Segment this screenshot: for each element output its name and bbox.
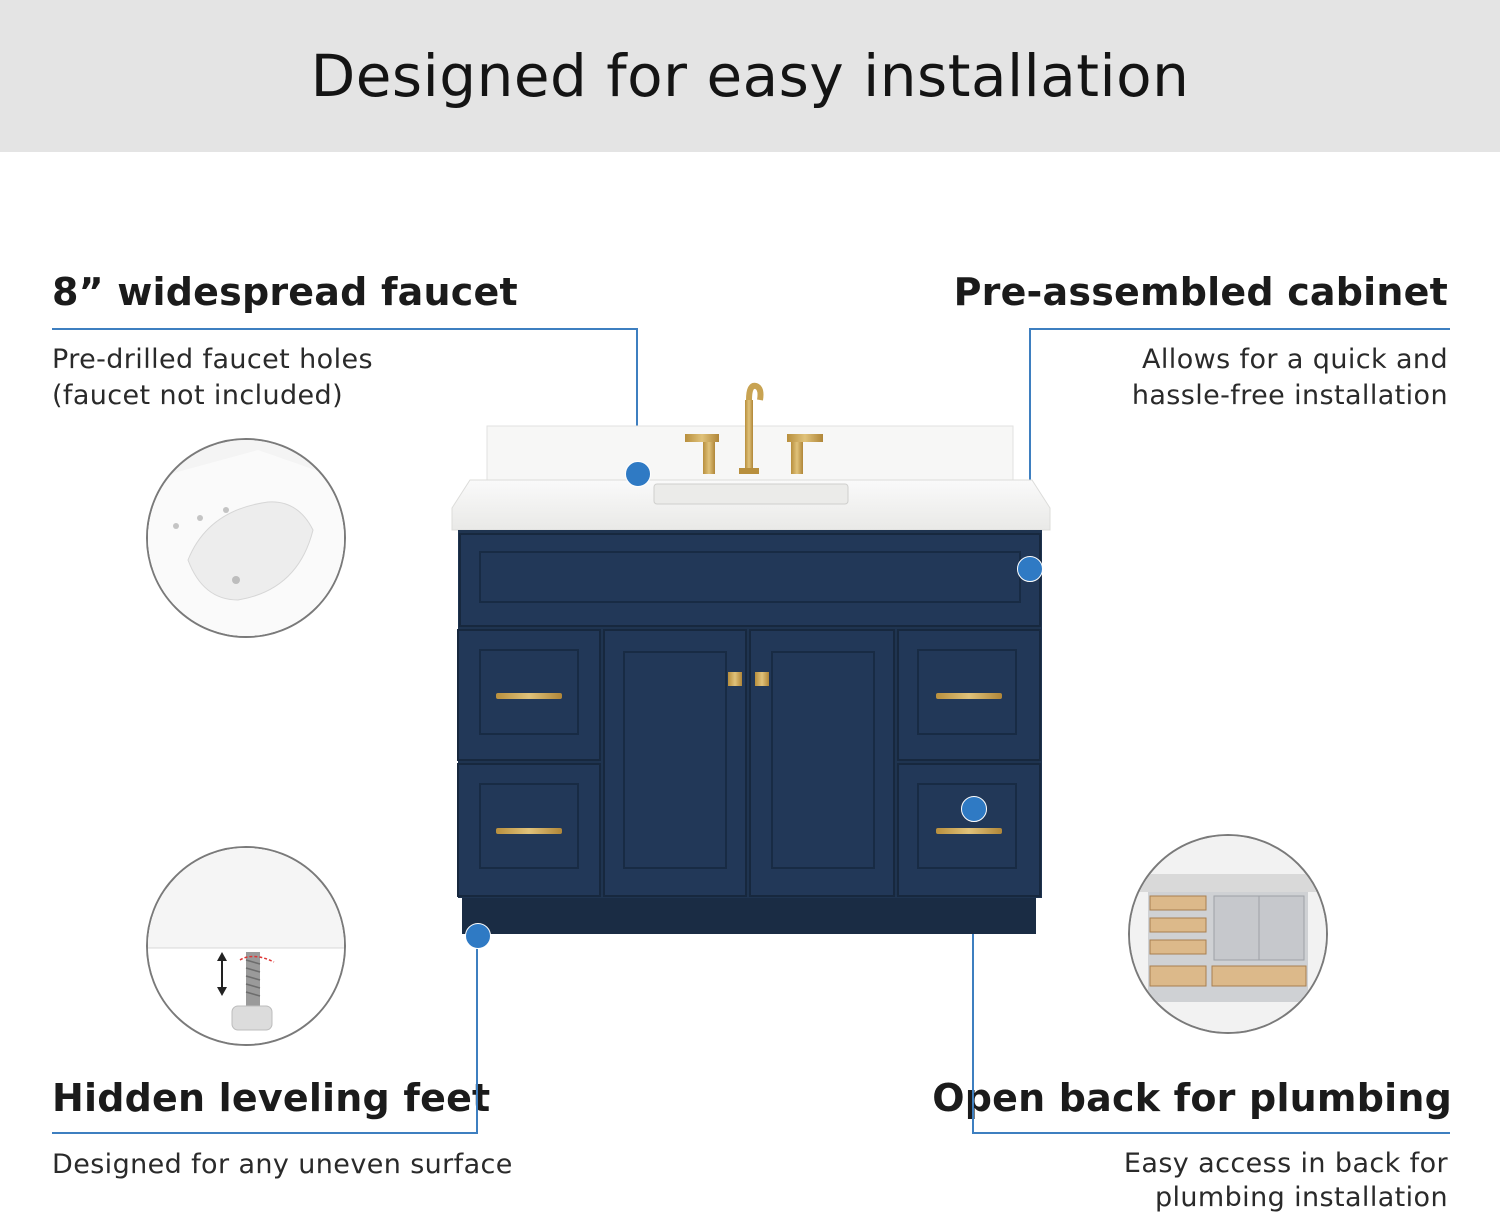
header-banner: Designed for easy installation bbox=[0, 0, 1500, 152]
page-title: Designed for easy installation bbox=[310, 42, 1190, 110]
faucet-feature-description: Pre-drilled faucet holes (faucet not inc… bbox=[52, 344, 373, 411]
feet-feature-title: Hidden leveling feet bbox=[52, 1076, 491, 1120]
plumbing-callout-line bbox=[972, 1132, 1450, 1134]
plumbing-feature-description: Easy access in back for plumbing install… bbox=[1123, 1148, 1448, 1213]
feet-callout-dot bbox=[465, 923, 491, 949]
leveling-foot-icon bbox=[146, 846, 346, 1046]
plumbing-feature-title: Open back for plumbing bbox=[932, 1076, 1452, 1120]
faucet-callout-line bbox=[52, 328, 638, 330]
cabinet-callout-connector bbox=[1029, 328, 1031, 568]
countertop bbox=[451, 479, 1051, 531]
faucet-callout-connector bbox=[636, 328, 638, 474]
sink-opening bbox=[653, 483, 849, 505]
open-back-cabinet-icon bbox=[1128, 834, 1328, 1034]
toe-kick bbox=[462, 898, 1036, 934]
cabinet-callout-line bbox=[1030, 328, 1450, 330]
hardware bbox=[496, 672, 1002, 834]
plumbing-callout-connector bbox=[972, 808, 974, 1134]
faucet-callout-dot bbox=[625, 461, 651, 487]
sink-closeup-icon bbox=[146, 438, 346, 638]
cabinet-feature-description: Allows for a quick and hassle-free insta… bbox=[1131, 344, 1448, 411]
faucet-icon bbox=[685, 382, 823, 474]
vanity-illustration bbox=[451, 382, 1051, 934]
feet-callout-connector bbox=[476, 936, 478, 1134]
feet-feature-description: Designed for any uneven surface bbox=[52, 1149, 513, 1180]
plumbing-callout-dot bbox=[961, 796, 987, 822]
cabinet-callout-dot bbox=[1017, 556, 1043, 582]
feet-callout-line bbox=[52, 1132, 478, 1134]
faucet-feature-title: 8” widespread faucet bbox=[52, 270, 518, 314]
cabinet-feature-title: Pre-assembled cabinet bbox=[953, 270, 1448, 314]
